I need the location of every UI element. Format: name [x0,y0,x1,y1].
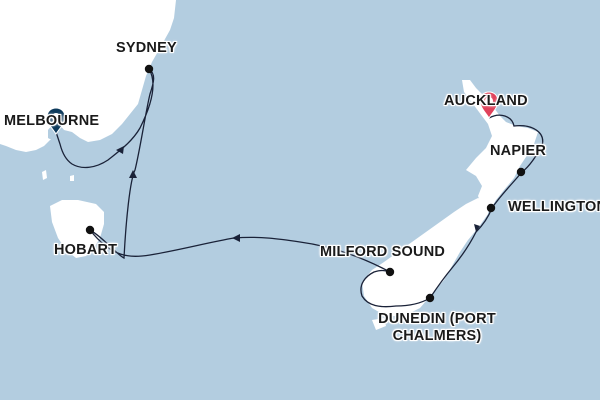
route-arrow [232,234,240,242]
route-arrow [474,224,480,232]
port-label-melbourne[interactable]: Melbourne [4,113,100,129]
port-dot-sydney[interactable] [144,64,154,74]
land-nz-south [362,198,490,316]
port-label-hobart[interactable]: Hobart [54,242,118,258]
port-dot-napier[interactable] [516,167,526,177]
port-label-sydney[interactable]: Sydney [116,40,177,56]
port-label-napier[interactable]: Napier [490,143,546,159]
port-dot-wellington[interactable] [486,203,496,213]
land-nz-north [462,80,538,210]
land-tasmania [50,200,104,258]
port-label-milford[interactable]: Milford Sound [320,244,446,260]
land-australia [0,0,176,152]
port-dot-dunedin[interactable] [425,293,435,303]
route-arrow [116,146,124,154]
port-dot-hobart[interactable] [85,225,95,235]
port-dot-milford[interactable] [385,267,395,277]
port-label-dunedin[interactable]: Dunedin (Port Chalmers) [378,311,496,344]
route-arrow [129,170,137,178]
location-pin-icon[interactable] [479,91,499,119]
location-pin-icon[interactable] [46,107,66,135]
port-label-wellington[interactable]: Wellington [508,199,600,215]
port-label-auckland[interactable]: Auckland [444,93,528,109]
